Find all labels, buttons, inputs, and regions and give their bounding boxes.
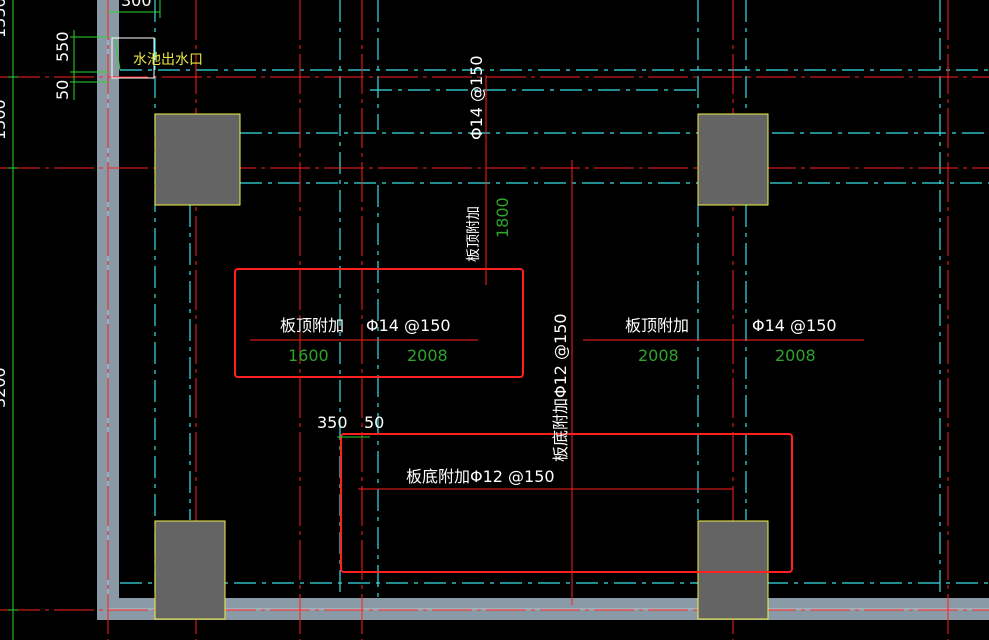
left-top-label[interactable]: 板顶附加: [280, 316, 344, 335]
vertical-top-spec[interactable]: Φ14 @150: [467, 55, 486, 140]
rebar-texts: Φ14 @150 板顶附加 1800 板顶附加 Φ14 @150 1600 20…: [280, 55, 837, 486]
vertical-top-length[interactable]: 1800: [493, 197, 512, 238]
right-top-length-a[interactable]: 2008: [638, 346, 679, 365]
bottom-vertical-spec[interactable]: 板底附加Φ12 @150: [551, 313, 570, 462]
dim-550: 550: [53, 31, 72, 62]
column-bottom-right[interactable]: [697, 520, 769, 620]
column-top-left[interactable]: [154, 113, 241, 206]
dimension-texts: 300 550 50 1550 1500 3200 350 50: [0, 0, 384, 432]
rebar-lines: [250, 75, 864, 605]
vertical-top-label[interactable]: 板顶附加: [466, 206, 482, 262]
bottom-horizontal-spec[interactable]: 板底附加Φ12 @150: [406, 467, 555, 486]
right-top-label[interactable]: 板顶附加: [625, 316, 689, 335]
right-top-length-b[interactable]: 2008: [775, 346, 816, 365]
beam-lines: [120, 0, 989, 598]
outlet-label[interactable]: 水池出水口: [133, 52, 203, 68]
dim-350: 350: [317, 413, 348, 432]
left-top-spec[interactable]: Φ14 @150: [366, 316, 451, 335]
dim-50-mid: 50: [364, 413, 384, 432]
dim-50-left: 50: [53, 80, 72, 100]
dim-edge-bottom: 3200: [0, 367, 9, 408]
right-top-spec[interactable]: Φ14 @150: [752, 316, 837, 335]
column-top-right[interactable]: [697, 113, 769, 206]
highlight-box-top-rebar[interactable]: [234, 268, 524, 378]
columns: [154, 113, 769, 620]
left-top-length-b[interactable]: 2008: [407, 346, 448, 365]
column-bottom-left[interactable]: [154, 520, 226, 620]
highlight-box-bottom-rebar[interactable]: [340, 433, 793, 573]
left-dimensions: [8, 0, 370, 640]
dim-top-partial: 300: [121, 0, 152, 10]
outlet-box[interactable]: [111, 37, 155, 79]
highlight-boxes: [234, 268, 793, 573]
dim-edge-top: 1550: [0, 0, 9, 38]
dimension-line: [114, 36, 121, 71]
left-top-length-a[interactable]: 1600: [288, 346, 329, 365]
dim-edge-mid: 1500: [0, 99, 9, 140]
